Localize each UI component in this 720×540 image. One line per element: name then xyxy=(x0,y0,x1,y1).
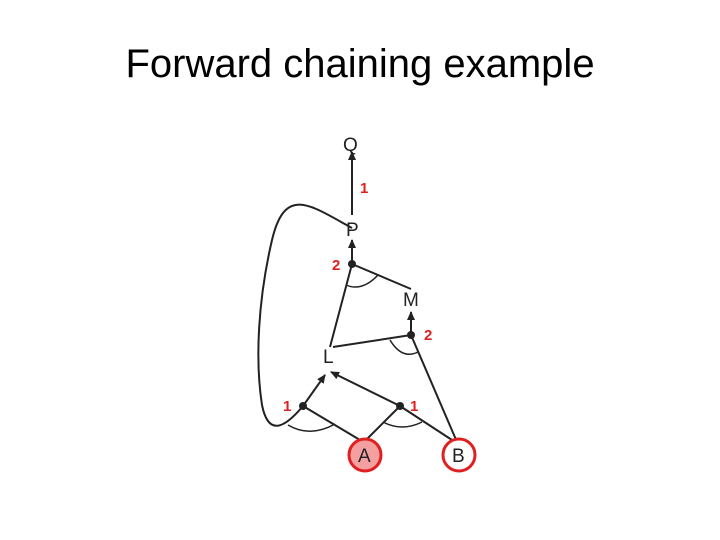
edge-b-to-and-m xyxy=(410,334,458,443)
count-label-ap-to-l: 1 xyxy=(283,398,291,415)
node-label-b: B xyxy=(452,446,465,467)
edge-l-to-and-p xyxy=(329,263,353,348)
edge-and-ab-l xyxy=(330,371,401,407)
node-label-a: A xyxy=(358,446,371,467)
edge-b-to-and-l-right xyxy=(399,405,453,441)
fact-node-a xyxy=(347,437,383,473)
node-label-q: Q xyxy=(343,135,358,156)
edge-and-ap-l xyxy=(302,374,326,407)
node-label-l: L xyxy=(323,347,334,368)
edge-a-to-and-l-left xyxy=(302,405,361,441)
node-label-p: P xyxy=(346,220,359,241)
and-arc-p xyxy=(345,274,379,288)
count-label-p-to-q: 1 xyxy=(360,180,368,197)
and-arc-m xyxy=(389,339,419,355)
and-junction-m xyxy=(407,331,415,339)
node-label-m: M xyxy=(403,290,419,311)
count-label-bl-to-m: 2 xyxy=(424,327,432,344)
and-junction-l-left xyxy=(299,402,307,410)
edge-l-to-and-m xyxy=(332,334,412,348)
count-label-lm-to-p: 2 xyxy=(332,257,340,274)
and-junction-p xyxy=(348,260,356,268)
edge-p-loop-to-and-l xyxy=(257,203,353,427)
and-arc-l-right xyxy=(382,421,423,428)
fact-node-b xyxy=(441,437,477,473)
and-junction-l-right xyxy=(396,402,404,410)
slide-title: Forward chaining example xyxy=(125,42,595,86)
edge-a-to-and-l-right xyxy=(365,405,401,441)
count-label-ab-to-l: 1 xyxy=(410,398,418,415)
and-arc-l-left xyxy=(287,423,336,432)
edge-m-to-and-p xyxy=(351,263,412,290)
